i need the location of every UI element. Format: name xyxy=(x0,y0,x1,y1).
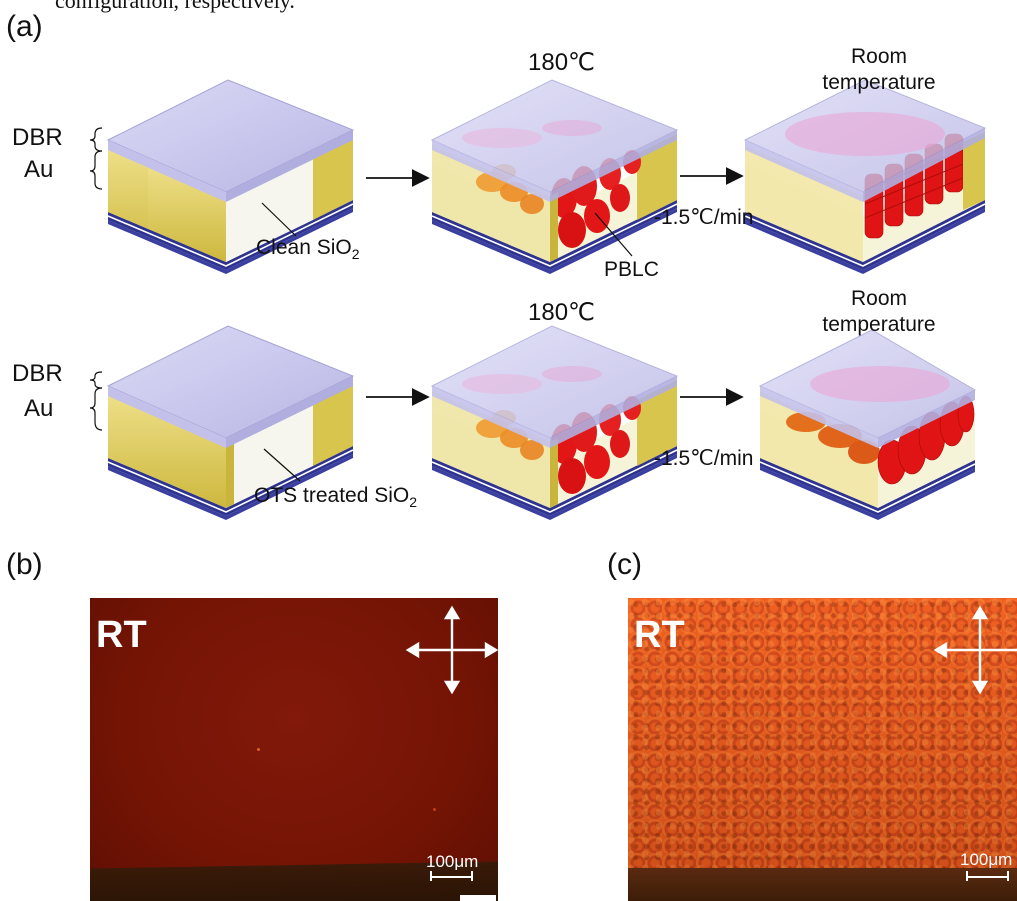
scale-bar-b xyxy=(430,876,472,878)
polarizer-cross-icon-c xyxy=(933,605,1017,695)
speck-1 xyxy=(257,748,260,751)
temp-room-row2: Room temperature xyxy=(804,286,954,338)
scale-box-b xyxy=(460,895,496,901)
scale-text-c: 100μm xyxy=(960,850,1013,869)
temp-hot-row1: 180℃ xyxy=(528,49,595,76)
temp-room-line1-row2: Room xyxy=(850,287,908,310)
panel-label-b: (b) xyxy=(6,548,43,581)
cell-hot-row1 xyxy=(430,79,679,274)
cooling-rate-row1: -1.5℃/min xyxy=(654,206,754,229)
au-label-row1: Au xyxy=(24,156,54,183)
scale-text-b: 100μm xyxy=(426,852,479,871)
temp-room-line2-row2: temperature xyxy=(822,313,936,336)
temp-room-line1-row1: Room xyxy=(850,45,908,68)
substrate-label-row2: OTS treated SiO2 xyxy=(254,484,418,511)
cooling-rate-row2: -1.5℃/min xyxy=(654,447,754,470)
cell-room-row1 xyxy=(743,79,987,274)
caption-fragment: configuration, respectively. xyxy=(55,0,295,13)
pblc-label: PBLC xyxy=(604,258,659,281)
cell-schematic-diagram xyxy=(89,79,987,520)
micrograph-c-bottom-band xyxy=(628,868,1017,901)
dbr-label-row2: DBR xyxy=(12,360,63,387)
temp-room-line2-row1: temperature xyxy=(822,71,936,94)
cell-empty-row1 xyxy=(106,79,355,274)
brace-au-row2 xyxy=(89,387,103,431)
leader-pblc xyxy=(594,212,633,257)
temp-room-row1: Room temperature xyxy=(804,44,954,96)
panel-label-a: (a) xyxy=(6,10,43,43)
polarizer-cross-icon-b xyxy=(405,605,498,695)
substrate-label-row1: Clean SiO2 xyxy=(256,236,360,263)
au-label-row2: Au xyxy=(24,395,54,422)
rt-label-c: RT xyxy=(634,614,685,656)
brace-au-row1 xyxy=(89,150,103,190)
speck-2 xyxy=(433,808,436,811)
panel-label-c: (c) xyxy=(607,548,642,581)
scale-bar-b-left-tick xyxy=(430,871,432,881)
brace-dbr-row1 xyxy=(89,127,103,152)
cell-room-row2 xyxy=(758,329,977,520)
micrograph-b: RT 100μm xyxy=(90,598,498,901)
brace-dbr-row2 xyxy=(89,371,103,389)
cell-hot-row2 xyxy=(430,325,679,520)
temp-hot-row2: 180℃ xyxy=(528,299,595,326)
scale-bar-c-left-tick xyxy=(966,871,968,881)
scale-bar-c xyxy=(966,876,1008,878)
scale-bar-b-right-tick xyxy=(471,871,473,881)
leader-ots-sio2 xyxy=(263,448,301,482)
rt-label-b: RT xyxy=(96,614,147,656)
leader-clean-sio2 xyxy=(261,202,297,237)
dbr-label-row1: DBR xyxy=(12,124,63,151)
scale-bar-c-right-tick xyxy=(1007,871,1009,881)
micrograph-c: RT 100μm xyxy=(628,598,1017,901)
micrograph-c-shading xyxy=(628,598,1017,901)
